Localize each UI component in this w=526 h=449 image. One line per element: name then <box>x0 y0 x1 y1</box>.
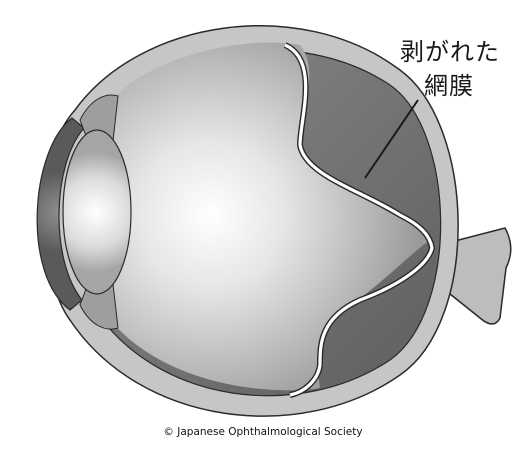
copyright-notice: © Japanese Ophthalmological Society <box>0 426 526 438</box>
annotation-label-line1: 剥がれた <box>400 32 500 67</box>
lens <box>63 130 131 294</box>
annotation-label-line2: 網膜 <box>424 66 474 101</box>
